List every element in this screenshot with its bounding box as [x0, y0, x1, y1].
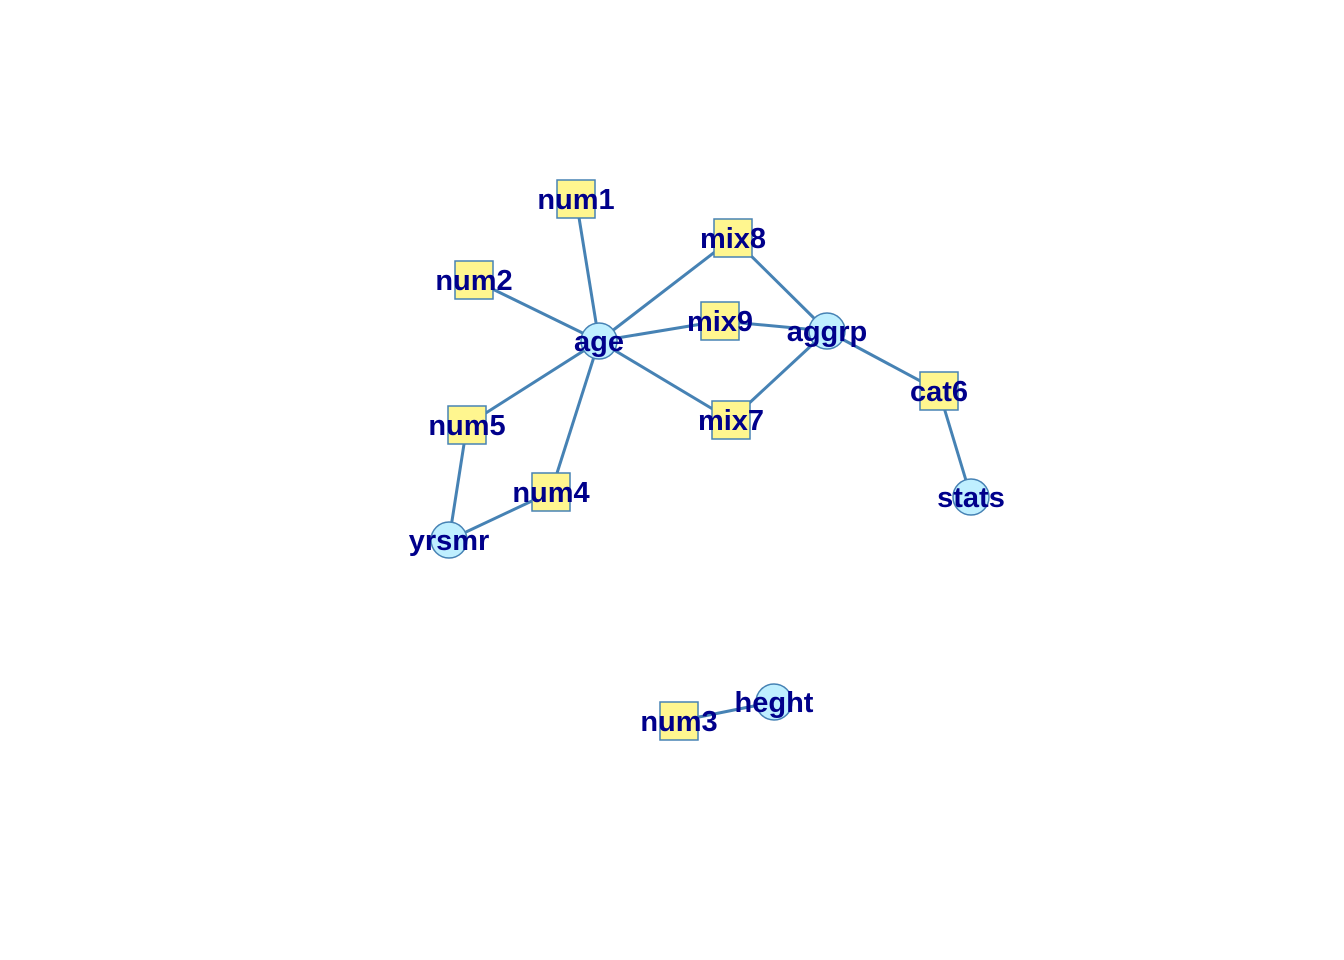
- node-label-num4: num4: [512, 477, 589, 509]
- edge-age-num1: [574, 198, 601, 342]
- node-label-aggrp: aggrp: [787, 316, 868, 348]
- node-label-cat6: cat6: [910, 376, 968, 408]
- node-label-stats: stats: [937, 482, 1005, 514]
- edges-layer: [447, 198, 973, 723]
- node-label-age: age: [574, 326, 624, 358]
- node-num3: [659, 701, 699, 741]
- edge-age-mix7: [598, 339, 732, 422]
- node-mix7: [711, 400, 751, 440]
- nodes-layer: [430, 179, 990, 741]
- node-label-mix9: mix9: [687, 306, 753, 338]
- node-num4: [531, 472, 571, 512]
- labels-layer: age aggrp yrsmr stats heght num1 num2 num3 num4 n…: [409, 184, 1005, 738]
- node-label-num5: num5: [428, 410, 505, 442]
- node-label-yrsmr: yrsmr: [409, 525, 490, 557]
- node-label-mix8: mix8: [700, 223, 766, 255]
- node-label-heght: heght: [735, 687, 814, 719]
- node-num2: [454, 260, 494, 300]
- node-cat6: [919, 371, 959, 411]
- node-mix9: [700, 301, 740, 341]
- node-label-num2: num2: [435, 265, 512, 297]
- edge-age-num5: [466, 339, 600, 427]
- node-mix8: [713, 218, 753, 258]
- node-aggrp: [808, 312, 846, 350]
- node-stats: [952, 478, 990, 516]
- node-age: [580, 322, 618, 360]
- node-num1: [556, 179, 596, 219]
- node-num5: [447, 405, 487, 445]
- node-heght: [755, 683, 793, 721]
- edge-age-num2: [473, 278, 600, 343]
- node-label-mix7: mix7: [698, 405, 764, 437]
- node-label-num1: num1: [537, 184, 614, 216]
- edge-age-num4: [549, 340, 601, 493]
- node-label-num3: num3: [640, 706, 717, 738]
- edge-age-mix9: [598, 319, 721, 343]
- edge-age-mix8: [598, 236, 734, 343]
- node-yrsmr: [430, 521, 468, 559]
